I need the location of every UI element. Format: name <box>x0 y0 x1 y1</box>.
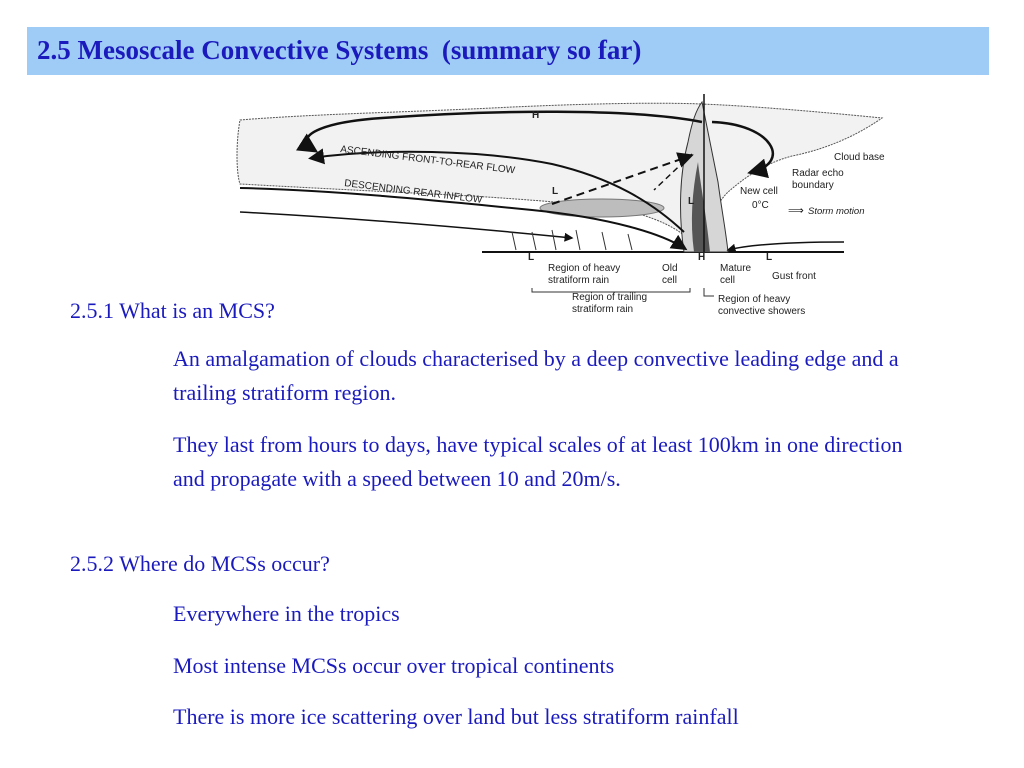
title-bar: 2.5 Mesoscale Convective Systems (summar… <box>27 27 989 75</box>
label-heavy-stratiform-2: stratiform rain <box>548 275 609 286</box>
rain-streaks <box>511 229 633 251</box>
label-new-cell: New cell <box>740 186 778 197</box>
label-l-right: L <box>766 252 772 263</box>
paragraph-duration: They last from hours to days, have typic… <box>173 432 903 491</box>
upper-flow <box>295 110 703 153</box>
label-cloud-base: Cloud base <box>834 152 885 163</box>
label-gust-front: Gust front <box>772 271 816 282</box>
stratiform-melting-region <box>539 198 665 218</box>
upper-return-flow <box>711 120 774 179</box>
label-zero-c: 0°C <box>752 200 769 211</box>
region-brackets <box>531 288 714 297</box>
dashed-trajectory-down <box>653 153 693 191</box>
label-old-cell-1: Old <box>662 263 678 274</box>
paragraph-tropics: Everywhere in the tropics <box>173 601 400 626</box>
dashed-trajectory <box>551 152 694 205</box>
paragraph-continents: Most intense MCSs occur over tropical co… <box>173 653 615 678</box>
label-storm-motion: Storm motion <box>808 206 865 217</box>
label-heavy-convective-2: convective showers <box>718 306 805 317</box>
label-mature-cell-1: Mature <box>720 263 752 274</box>
label-h-bottom: H <box>698 252 705 263</box>
label-radar-echo: Radar echo <box>792 168 844 179</box>
label-h-top: H <box>532 110 539 121</box>
mcs-diagram-svg: H ASCENDING FRONT-TO-REAR FLOW DESCENDIN… <box>236 94 885 317</box>
section-heading-what-is-mcs: 2.5.1 What is an MCS? <box>70 298 275 323</box>
label-l-left: L <box>528 252 534 263</box>
label-l-upper: L <box>552 186 558 197</box>
label-old-cell-2: cell <box>662 275 677 286</box>
label-mature-cell-2: cell <box>720 275 735 286</box>
section-heading-where-mcs-occur: 2.5.2 Where do MCSs occur? <box>70 551 330 576</box>
label-heavy-convective-1: Region of heavy <box>718 294 790 305</box>
cloud-outline <box>236 102 884 253</box>
ascending-flow <box>308 148 685 233</box>
label-trailing-stratiform-1: Region of trailing <box>572 292 647 303</box>
paragraph-definition: An amalgamation of clouds characterised … <box>173 346 899 405</box>
label-l-mid: L <box>688 196 694 207</box>
inflow-right <box>726 241 845 253</box>
low-flow <box>239 211 574 242</box>
arrow-storm-motion-icon: ⟹ <box>788 205 804 217</box>
label-heavy-stratiform-1: Region of heavy <box>548 263 620 274</box>
mcs-cross-section-diagram: H ASCENDING FRONT-TO-REAR FLOW DESCENDIN… <box>232 92 900 324</box>
label-boundary: boundary <box>792 180 834 191</box>
paragraph-ice-scattering: There is more ice scattering over land b… <box>173 704 739 729</box>
convective-core <box>691 162 710 252</box>
slide-title: 2.5 Mesoscale Convective Systems (summar… <box>37 35 642 65</box>
descending-flow <box>239 187 688 251</box>
label-trailing-stratiform-2: stratiform rain <box>572 304 633 315</box>
